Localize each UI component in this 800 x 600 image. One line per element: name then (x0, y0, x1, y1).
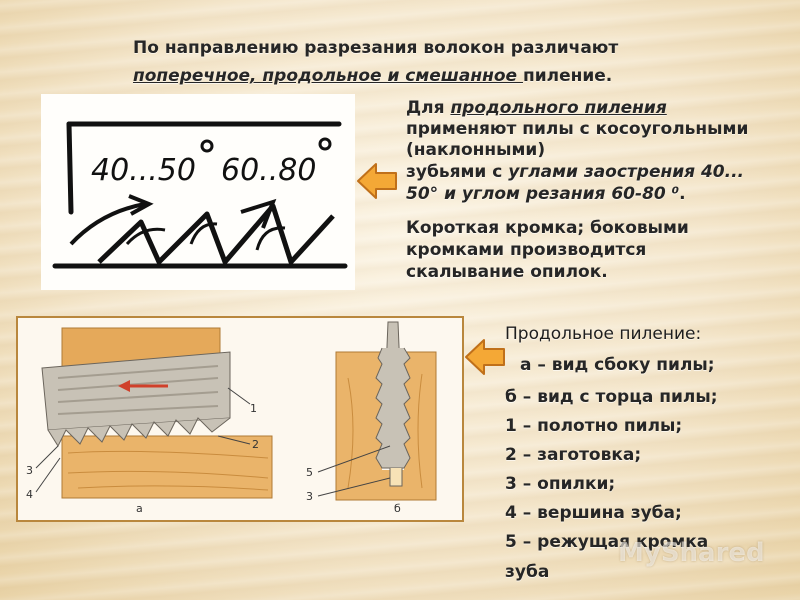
watermark: MyShared (618, 538, 765, 568)
rip-saw-diagram: 1 2 3 4 а 5 3 б (16, 316, 464, 522)
left-arrow-icon-2 (465, 339, 505, 375)
legend-item: зуба (505, 562, 550, 582)
legend-title: Продольное пиление: (505, 324, 702, 344)
legend-item: а – вид сбоку пилы; (520, 355, 715, 375)
legend-item: 3 – опилки; (505, 474, 616, 494)
header-emphasis: поперечное, продольное и смешанное (133, 66, 523, 86)
legend-item: 4 – вершина зуба; (505, 503, 682, 523)
block1-para2-line-1: Короткая кромка; боковыми (406, 218, 689, 238)
header-line-1: По направлению разрезания волокон различ… (133, 38, 619, 58)
legend-item: 5 – режущая кромка (505, 532, 709, 552)
block1-line-3: (наклонными) (406, 140, 546, 160)
tooth-angle-diagram: 40...50 60..80 (41, 94, 355, 290)
rip-sawing-term: продольного пиления (450, 98, 667, 118)
left-arrow-icon (357, 163, 397, 199)
angle-label-2: 60..80 (221, 153, 316, 188)
callout-5: 5 (306, 466, 313, 479)
header-line-2: поперечное, продольное и смешанное пилен… (133, 66, 612, 87)
angle-label-1: 40...50 (91, 153, 196, 188)
callout-4: 4 (26, 488, 33, 501)
block1-para2-line-2: кромками производится (406, 240, 647, 260)
caption-a: а (136, 502, 143, 515)
callout-1: 1 (250, 402, 257, 415)
block1-line-1: Для продольного пиления (406, 98, 667, 118)
caption-b: б (394, 502, 401, 515)
callout-3: 3 (26, 464, 33, 477)
legend-item: 2 – заготовка; (505, 445, 642, 465)
block1-line-4: зубьями с углами заострения 40... (406, 162, 745, 182)
legend-item: б – вид с торца пилы; (505, 387, 718, 407)
block1-line-5: 50° и углом резания 60-80 ⁰. (406, 184, 686, 204)
block1-para2-line-3: скалывание опилок. (406, 262, 608, 282)
callout-3b: 3 (306, 490, 313, 503)
block1-line-2: применяют пилы с косоугольными (406, 119, 749, 139)
callout-2: 2 (252, 438, 259, 451)
legend-item: 1 – полотно пилы; (505, 416, 683, 436)
header-tail: пиление. (522, 66, 613, 86)
